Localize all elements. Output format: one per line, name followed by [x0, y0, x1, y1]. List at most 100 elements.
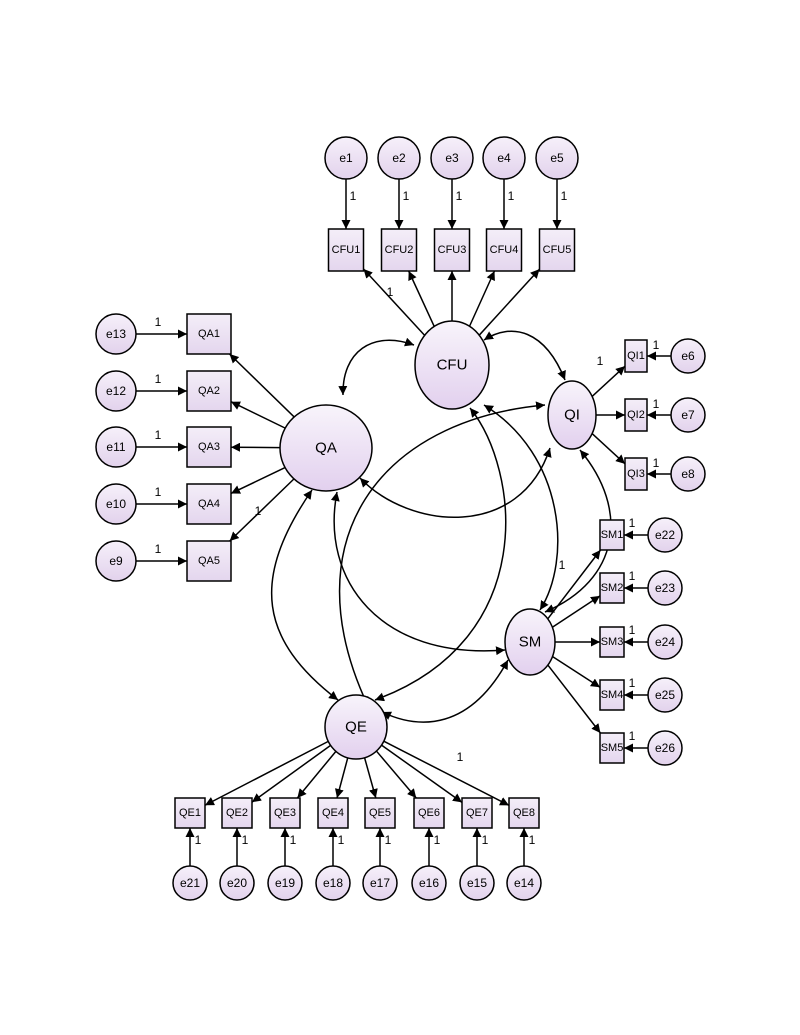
latent-qi — [547, 380, 597, 450]
indicator-label-cfu4: CFU4 — [490, 244, 519, 256]
error-e21 — [172, 865, 208, 901]
weight-e5: 1 — [561, 189, 568, 203]
loading-qe4 — [334, 757, 349, 799]
indicator-label-qa3: QA3 — [198, 441, 220, 453]
error-e8 — [670, 456, 706, 492]
paths-layer — [136, 179, 671, 866]
error-label-e23: e23 — [655, 581, 675, 595]
error-e6 — [670, 338, 706, 374]
weight-e11: 1 — [155, 428, 162, 442]
error-e5 — [535, 136, 579, 180]
indicator-qe1 — [174, 797, 206, 829]
error-e25 — [647, 677, 683, 713]
indicator-sm1 — [599, 519, 625, 551]
error-label-e17: e17 — [370, 876, 390, 890]
loading-qe2 — [251, 744, 332, 803]
error-e20 — [219, 865, 255, 901]
latent-label-qe: QE — [345, 719, 367, 736]
error-e19 — [267, 865, 303, 901]
loading-qa2 — [230, 401, 286, 429]
weight-e2: 1 — [403, 189, 410, 203]
indicator-label-qe7: QE7 — [466, 807, 488, 819]
error-label-e18: e18 — [323, 876, 343, 890]
error-label-e6: e6 — [681, 349, 695, 363]
indicator-sm4 — [599, 679, 625, 711]
error-e10 — [95, 483, 137, 525]
indicator-qa5 — [186, 540, 232, 582]
indicator-label-qe1: QE1 — [179, 807, 201, 819]
indicator-cfu2 — [380, 228, 418, 272]
indicator-qe8 — [508, 797, 540, 829]
latent-qe — [324, 694, 388, 760]
covariance-sm-qe — [381, 659, 509, 723]
indicator-qe7 — [461, 797, 493, 829]
weight-e19: 1 — [290, 833, 297, 847]
indicator-sm2 — [599, 572, 625, 604]
indicator-label-sm3: SM3 — [601, 636, 624, 648]
weight-e26: 1 — [629, 729, 636, 743]
indicator-label-sm1: SM1 — [601, 529, 624, 541]
error-e17 — [362, 865, 398, 901]
indicator-label-qa2: QA2 — [198, 385, 220, 397]
weight-e22: 1 — [629, 516, 636, 530]
weight-e7: 1 — [653, 397, 660, 411]
loading-qe7 — [381, 744, 463, 803]
loading-sm1 — [547, 549, 602, 620]
error-e24 — [647, 624, 683, 660]
indicator-label-sm4: SM4 — [601, 689, 624, 701]
indicator-label-qe3: QE3 — [274, 807, 296, 819]
weight-e1: 1 — [350, 189, 357, 203]
error-e13 — [95, 313, 137, 355]
error-e4 — [482, 136, 526, 180]
loading-qe8 — [383, 740, 510, 806]
error-label-e22: e22 — [655, 528, 675, 542]
weight-e3: 1 — [456, 189, 463, 203]
loading-sm4 — [552, 655, 601, 688]
loading-qe3 — [296, 750, 337, 799]
error-label-e15: e15 — [467, 876, 487, 890]
weight-e6: 1 — [653, 338, 660, 352]
error-label-e26: e26 — [655, 741, 675, 755]
error-label-e16: e16 — [419, 876, 439, 890]
covariance-qa-qi — [359, 447, 552, 519]
weight-e24: 1 — [629, 623, 636, 637]
latent-qa — [279, 404, 373, 492]
covariance-qi-qe — [338, 401, 546, 707]
weight-e20: 1 — [242, 833, 249, 847]
indicator-label-qi2: QI2 — [627, 409, 645, 421]
indicator-label-cfu3: CFU3 — [438, 244, 467, 256]
indicator-qi3 — [624, 457, 648, 491]
indicator-qa3 — [186, 426, 232, 468]
indicator-label-qa1: QA1 — [198, 328, 220, 340]
indicator-qe2 — [221, 797, 253, 829]
weight-e17: 1 — [385, 833, 392, 847]
error-e14 — [506, 865, 542, 901]
error-label-e25: e25 — [655, 688, 675, 702]
indicator-qa2 — [186, 370, 232, 412]
loading-cfu2 — [407, 270, 435, 327]
error-label-e21: e21 — [180, 876, 200, 890]
loading-qa5 — [229, 478, 295, 542]
weight-loading-cfu1: 1 — [387, 285, 394, 299]
error-e15 — [459, 865, 495, 901]
loading-cfu4 — [468, 270, 496, 327]
indicator-label-qe5: QE5 — [369, 807, 391, 819]
covariance-qa-qe — [271, 489, 339, 701]
indicator-qa1 — [186, 313, 232, 355]
indicator-cfu3 — [433, 228, 471, 272]
error-label-e11: e11 — [106, 440, 125, 454]
covariance-cfu-qe — [374, 407, 507, 702]
covariance-qa-sm — [330, 491, 506, 656]
loading-qa1 — [229, 353, 295, 418]
indicator-label-sm2: SM2 — [601, 582, 624, 594]
indicator-qi2 — [624, 398, 648, 432]
weight-loading-qi1: 1 — [597, 354, 604, 368]
loading-qa4 — [230, 466, 286, 495]
weight-e25: 1 — [629, 676, 636, 690]
indicator-qe6 — [413, 797, 445, 829]
indicator-label-qi1: QI1 — [627, 350, 645, 362]
indicator-qe5 — [364, 797, 396, 829]
error-e18 — [315, 865, 351, 901]
indicator-label-qa4: QA4 — [198, 498, 220, 510]
